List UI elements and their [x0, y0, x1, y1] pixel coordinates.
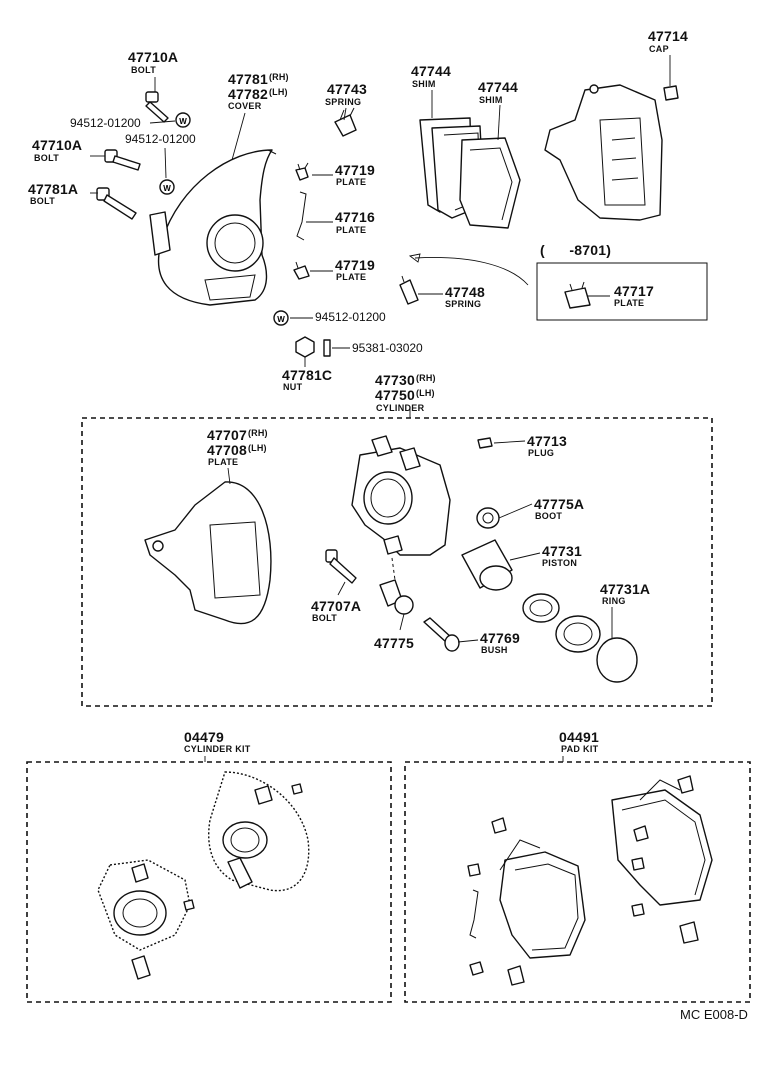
label-boot: BOOT	[535, 511, 563, 521]
plate-47716-part	[296, 191, 307, 241]
part-number-04491: 04491	[559, 729, 599, 745]
label-bolt-top: BOLT	[131, 65, 157, 75]
label-plate-d: PLATE	[614, 298, 645, 308]
part-number-94512-b: 94512-01200	[125, 132, 196, 146]
cylinder-body-part	[351, 435, 451, 556]
part-number-47744-b: 47744	[478, 79, 518, 95]
label-plug: PLUG	[528, 448, 555, 458]
mounting-plate-47707-part	[144, 481, 272, 625]
bolt-47710A-top-part	[145, 91, 169, 123]
caliper-bracket-upper-part	[544, 84, 663, 221]
part-number-47781C: 47781C	[282, 367, 333, 383]
shim-47744-b-part	[459, 137, 521, 229]
part-number-47775: 47775	[374, 635, 414, 651]
part-number-47744-a: 47744	[411, 63, 451, 79]
part-number-47730: 47730(RH)	[375, 372, 436, 388]
svg-text:W: W	[277, 315, 285, 324]
bolt-47710A-mid-part	[104, 149, 141, 171]
part-number-47708: 47708(LH)	[207, 442, 267, 458]
washer-icon-c: W	[273, 310, 289, 326]
label-plate-b: PLATE	[336, 225, 367, 235]
label-cover: COVER	[228, 101, 262, 111]
label-shim-a: SHIM	[412, 79, 436, 89]
part-number-47750: 47750(LH)	[375, 387, 435, 403]
label-plate-c: PLATE	[336, 272, 367, 282]
label-plate-e: PLATE	[208, 457, 239, 467]
part-number-47781: 47781(RH)	[228, 71, 289, 87]
part-number-47731A: 47731A	[600, 581, 651, 597]
label-pad-kit: PAD KIT	[561, 744, 599, 754]
part-number-47731: 47731	[542, 543, 582, 559]
part-number-47775A: 47775A	[534, 496, 585, 512]
part-number-47710A-mid: 47710A	[32, 137, 83, 153]
part-number-47743: 47743	[327, 81, 367, 97]
label-bush: BUSH	[481, 645, 508, 655]
svg-text:W: W	[163, 184, 171, 193]
part-number-94512-a: 94512-01200	[70, 116, 141, 130]
part-number-47782: 47782(LH)	[228, 86, 288, 102]
leader-lines	[90, 55, 671, 643]
bolt-95381-part	[323, 339, 331, 357]
part-number-95381: 95381-03020	[352, 341, 423, 355]
part-number-47707A: 47707A	[311, 598, 362, 614]
nut-47781C-part	[295, 336, 315, 358]
spring-47748-part	[399, 275, 419, 305]
dust-cover-part	[149, 149, 277, 306]
figure-code: MC E008-D	[680, 1007, 748, 1022]
ring-boot-part	[522, 593, 560, 623]
svg-text:W: W	[179, 117, 187, 126]
spring-47743-part	[334, 107, 357, 137]
boot-47775A-part	[476, 507, 500, 529]
part-number-47719-b: 47719	[335, 257, 375, 273]
ring-47731A-part	[555, 615, 601, 653]
pin-47775-part	[379, 557, 414, 615]
part-number-94512-c: 94512-01200	[315, 310, 386, 324]
cylinder-kit-frame	[26, 761, 392, 1003]
label-bolt-mid: BOLT	[34, 153, 60, 163]
bolt-47707A-part	[325, 549, 357, 584]
washer-icon-a: W	[175, 112, 191, 128]
bolt-47781A-part	[96, 187, 137, 220]
part-number-47713: 47713	[527, 433, 567, 449]
bush-47769-part	[423, 617, 460, 652]
label-nut: NUT	[283, 382, 303, 392]
part-number-47748: 47748	[445, 284, 485, 300]
part-number-47714: 47714	[648, 28, 688, 44]
label-cylinder-kit: CYLINDER KIT	[184, 744, 251, 754]
plug-47713-part	[477, 437, 493, 449]
pad-kit-parts	[467, 775, 713, 986]
part-number-47707: 47707(RH)	[207, 427, 268, 443]
part-number-04479: 04479	[184, 729, 224, 745]
part-number-47769: 47769	[480, 630, 520, 646]
cylinder-kit-parts	[97, 771, 310, 980]
label-shim-b: SHIM	[479, 95, 503, 105]
range-note: ( -8701)	[540, 242, 612, 258]
label-plate-a: PLATE	[336, 177, 367, 187]
label-cap: CAP	[649, 44, 669, 54]
label-spring-b: SPRING	[445, 299, 482, 309]
label-bolt-cylinder: BOLT	[312, 613, 338, 623]
range-note-box	[536, 262, 708, 321]
cap-47714-part	[663, 85, 679, 101]
part-number-47710A-top: 47710A	[128, 49, 179, 65]
washer-icon-b: W	[159, 179, 175, 195]
cylinder-assembly-frame	[81, 417, 713, 707]
seal-ring-part	[596, 637, 638, 683]
plate-47717-part	[564, 281, 591, 309]
plate-47719-low-part	[293, 261, 310, 280]
label-spring-a: SPRING	[325, 97, 362, 107]
part-number-47717: 47717	[614, 283, 654, 299]
label-piston: PISTON	[542, 558, 578, 568]
part-number-47781A: 47781A	[28, 181, 79, 197]
label-bolt-low: BOLT	[30, 196, 56, 206]
plate-47719-top-part	[295, 162, 309, 181]
part-number-47716: 47716	[335, 209, 375, 225]
label-cylinder: CYLINDER	[376, 403, 425, 413]
label-ring: RING	[602, 596, 626, 606]
piston-47731-part	[461, 539, 513, 591]
part-number-47719-a: 47719	[335, 162, 375, 178]
pad-kit-frame	[404, 761, 751, 1003]
